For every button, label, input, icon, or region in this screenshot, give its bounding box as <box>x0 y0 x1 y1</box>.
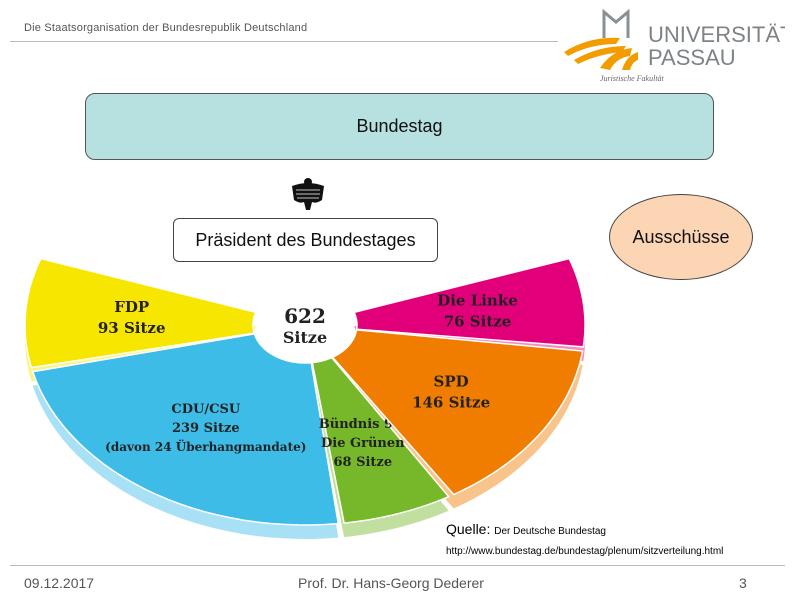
svg-text:UNIVERSITÄT: UNIVERSITÄT <box>648 22 785 47</box>
wedge-label: Die Linke <box>437 291 518 309</box>
page-number: 3 <box>739 575 747 591</box>
svg-text:PASSAU: PASSAU <box>648 45 736 70</box>
source-text: Der Deutsche Bundestag <box>494 526 606 537</box>
wedge-label: Die Grünen <box>321 436 405 451</box>
ausschuesse-ellipse: Ausschüsse <box>609 194 753 280</box>
bundestag-box: Bundestag <box>85 93 714 160</box>
source-url[interactable]: http://www.bundestag.de/bundestag/plenum… <box>446 546 724 557</box>
praesident-box: Präsident des Bundestages <box>173 218 438 262</box>
wedge-die-linke <box>352 257 586 348</box>
footer-date: 09.12.2017 <box>24 575 95 591</box>
header-title: Die Staatsorganisation der Bundesrepubli… <box>24 22 308 34</box>
wedge-label: 68 Sitze <box>333 455 392 470</box>
wedge-label: 93 Sitze <box>98 319 166 337</box>
wedge-label: FDP <box>114 298 149 316</box>
federal-eagle-icon <box>292 178 324 210</box>
wedge-label: (davon 24 Überhangmandate) <box>105 438 306 454</box>
header-divider <box>10 41 558 42</box>
wedge-cdu-csu <box>31 333 340 526</box>
footer-divider <box>10 565 785 566</box>
wedge-label: SPD <box>434 373 469 391</box>
source-label: Quelle: <box>446 521 491 537</box>
center-total-label: 622 <box>284 304 326 328</box>
footer-author: Prof. Dr. Hans-Georg Dederer <box>298 575 484 591</box>
wedge-label: 239 Sitze <box>172 421 240 436</box>
wedge-label: 76 Sitze <box>444 312 512 330</box>
center-total-label: Sitze <box>283 328 327 347</box>
wedge-label: Bündnis 90/ <box>319 417 407 432</box>
university-logo: UNIVERSITÄT PASSAU Juristische Fakultät <box>564 8 785 83</box>
svg-text:Juristische Fakultät: Juristische Fakultät <box>600 74 665 83</box>
wedge-b-ndnis-90-die-gr-nen <box>311 356 450 524</box>
wedge-label: 146 Sitze <box>412 394 490 412</box>
wedge-fdp <box>24 257 258 369</box>
wedge-label: CDU/CSU <box>171 402 240 417</box>
source-note: Quelle: Der Deutsche Bundestag <box>446 521 606 537</box>
